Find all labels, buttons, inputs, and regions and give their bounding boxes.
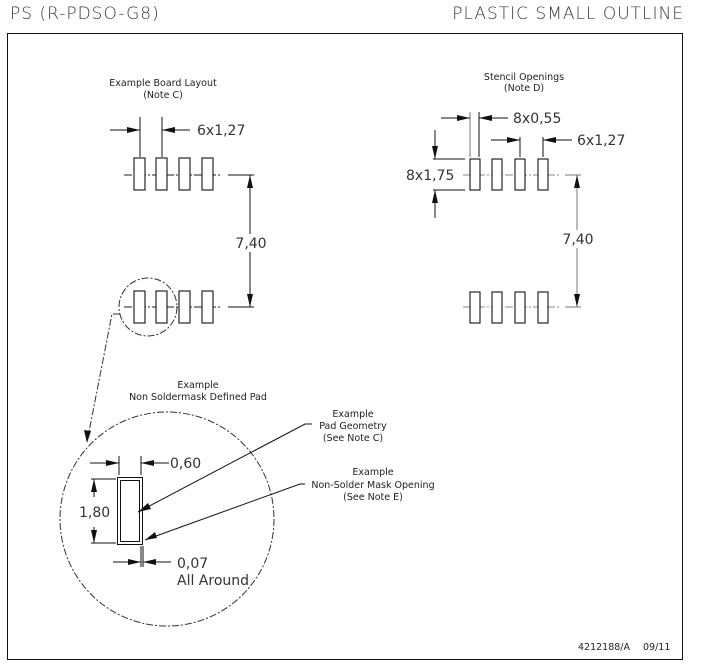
pad-geometry: [120, 480, 140, 542]
board-pitch-label: 6x1,27: [197, 123, 245, 139]
pad-callout-line1: Example: [332, 409, 373, 420]
stencil-opening: [469, 158, 481, 191]
stencil-opening: [491, 158, 503, 191]
arrow-right-icon: [106, 460, 119, 466]
label-background: [561, 230, 595, 248]
label-background: [234, 234, 268, 252]
detail-callout-circle: [118, 277, 178, 337]
arrow-up-icon: [574, 175, 580, 188]
stencil-opening: [537, 158, 549, 191]
board-pad: [155, 157, 168, 191]
stencil-opening: [537, 291, 549, 324]
arrow-icon: [145, 532, 157, 540]
arrow-down-icon: [91, 530, 97, 543]
pad-width-label: 0,60: [170, 456, 201, 472]
board-pad: [201, 157, 214, 191]
clearance-label: 0,07: [177, 556, 208, 572]
solder-mask-opening: [117, 477, 143, 545]
stencil-openings-view: Stencil Openings (Note D) 8x0,55 6x1,27 …: [406, 72, 625, 324]
package-code-title: PS (R-PDSO-G8): [10, 4, 160, 24]
arrow-up-icon: [247, 175, 253, 188]
arrow-left-icon: [479, 115, 492, 121]
stencil-opening: [514, 291, 526, 324]
arrow-down-icon: [84, 430, 91, 443]
arrow-right-icon: [457, 115, 470, 121]
mask-callout-line2: Non-Solder Mask Opening: [311, 480, 434, 491]
stencil-note: (Note D): [504, 83, 544, 94]
arrow-left-icon: [143, 559, 156, 565]
stencil-length-label: 8x1,75: [406, 168, 454, 184]
detail-title: Example: [177, 380, 218, 391]
pad-callout-line2: Pad Geometry: [319, 421, 387, 432]
stencil-opening: [514, 158, 526, 191]
board-layout-note: (Note C): [143, 90, 183, 101]
drawing-date: 09/11: [643, 642, 670, 653]
mask-opening-leader: [144, 483, 305, 541]
package-name-title: PLASTIC SMALL OUTLINE: [452, 4, 684, 24]
stencil-opening: [491, 291, 503, 324]
arrow-up-icon: [91, 479, 97, 492]
board-layout-title: Example Board Layout: [109, 78, 217, 89]
stencil-opening: [469, 291, 481, 324]
arrow-left-icon: [543, 137, 556, 143]
clearance-note: All Around: [177, 573, 249, 589]
detail-leader-line: [86, 313, 120, 443]
arrow-down-icon: [432, 146, 438, 159]
board-pad: [178, 290, 191, 324]
mask-callout-line3: (See Note E): [343, 492, 403, 503]
stencil-row-spacing-label: 7,40: [562, 232, 593, 248]
board-pad: [155, 290, 168, 324]
arrow-up-icon: [432, 190, 438, 203]
arrow-right-icon: [127, 127, 140, 133]
board-row-spacing-label: 7,40: [235, 236, 266, 252]
drawing-number: 4212188/A: [578, 642, 631, 653]
board-pad: [133, 157, 146, 191]
board-pad: [178, 157, 191, 191]
board-layout-view: Example Board Layout (Note C) 6x1,27 7,4…: [109, 78, 268, 337]
detail-subtitle: Non Soldermask Defined Pad: [129, 392, 267, 403]
pad-geometry-leader: [137, 423, 312, 513]
pad-length-label: 1,80: [79, 505, 110, 521]
arrow-right-icon: [128, 559, 141, 565]
stencil-title: Stencil Openings: [484, 72, 564, 83]
pad-callout-line3: (See Note C): [323, 433, 383, 444]
arrow-left-icon: [141, 460, 154, 466]
drawing-frame: [7, 33, 683, 660]
arrow-down-icon: [247, 294, 253, 307]
mask-callout-line1: Example: [352, 467, 393, 478]
arrow-left-icon: [162, 127, 175, 133]
stencil-width-label: 8x0,55: [513, 111, 561, 127]
pad-detail-view: Example Non Soldermask Defined Pad 0,60 …: [59, 380, 435, 627]
board-pad: [201, 290, 214, 324]
arrow-right-icon: [507, 137, 520, 143]
arrow-down-icon: [574, 294, 580, 307]
arrow-icon: [138, 503, 151, 512]
stencil-pitch-label: 6x1,27: [577, 133, 625, 149]
detail-circle: [59, 411, 275, 627]
board-pad: [133, 290, 146, 324]
